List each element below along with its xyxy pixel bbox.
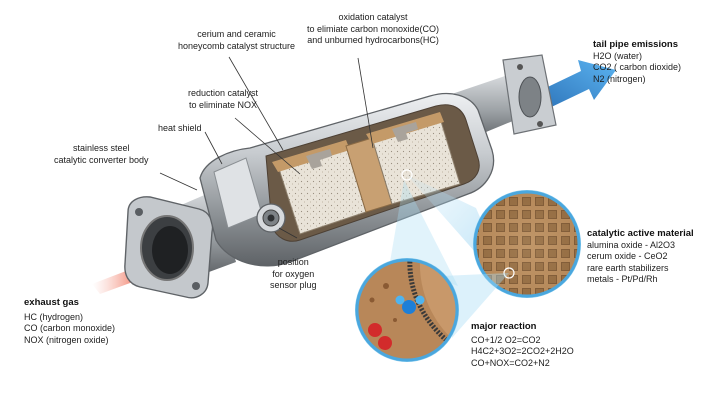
reaction-item: H4C2+3O2=2CO2+2H2O: [471, 346, 574, 356]
honeycomb-label: cerium and ceramic honeycomb catalyst st…: [178, 29, 295, 52]
oxidation-label-line-3: and unburned hydrocarbons(HC): [307, 35, 439, 45]
oxidation-catalyst-label: oxidation catalyst to elimiate carbon mo…: [307, 12, 439, 47]
honeycomb-label-line-2: honeycomb catalyst structure: [178, 40, 296, 51]
reduction-label-line-1: reduction catalyst: [188, 88, 259, 98]
exhaust-item: NOX (nitrogen oxide): [24, 334, 109, 345]
reaction-item: CO+NOX=CO2+N2: [471, 357, 550, 368]
heat-shield-label-text: heat shield: [158, 123, 202, 133]
exhaust-item: CO (carbon monoxide): [24, 323, 116, 333]
oxidation-label-line-1: oxidation catalyst: [338, 12, 408, 22]
leader-lines: [159, 56, 374, 239]
exhaust-item: HC (hydrogen): [24, 311, 84, 322]
oxidation-label-line-2: to elimiate carbon monoxide(CO): [307, 23, 440, 34]
reaction-item: CO+1/2 O2=CO2: [471, 334, 541, 345]
sensor-label-line-1: position: [277, 257, 309, 267]
material-item: cerum oxide - CeO2: [587, 251, 668, 261]
tailpipe-item: CO2 ( carbon dioxide): [593, 62, 682, 72]
material-item: metals - Pt/Pd/Rh: [587, 274, 658, 284]
tailpipe-item: N2 (nitrogen): [593, 73, 646, 84]
sensor-label-line-3: sensor plug: [270, 280, 317, 290]
honeycomb-label-line-1: cerium and ceramic: [197, 29, 276, 39]
heat-shield-label: heat shield: [158, 123, 202, 135]
major-reaction-block: major reaction CO+1/2 O2=CO2 H4C2+3O2=2C…: [471, 321, 574, 369]
sensor-plug-label: position for oxygen sensor plug: [270, 257, 317, 292]
exhaust-gas-block: exhaust gas HC (hydrogen) CO (carbon mon…: [24, 297, 115, 346]
reaction-title: major reaction: [471, 321, 537, 332]
sensor-label-line-2: for oxygen: [272, 268, 315, 279]
body-label-line-2: catalytic converter body: [54, 154, 149, 165]
material-item: alumina oxide - Al2O3: [587, 239, 676, 250]
tailpipe-item: H2O (water): [593, 50, 643, 61]
material-item: rare earth stabilizers: [587, 262, 669, 273]
reduction-catalyst-label: reduction catalyst to eliminate NOX: [188, 88, 258, 111]
tailpipe-title: tail pipe emissions: [593, 39, 678, 50]
reduction-label-line-2: to eliminate NOX: [189, 99, 258, 110]
exhaust-title: exhaust gas: [24, 297, 79, 308]
converter-body-label: stainless steel catalytic converter body: [54, 143, 149, 166]
outlet-arrow: [531, 60, 616, 112]
material-title: catalytic active material: [587, 228, 694, 239]
active-material-block: catalytic active material alumina oxide …: [587, 228, 694, 286]
tailpipe-emissions-block: tail pipe emissions H2O (water) CO2 ( ca…: [593, 39, 681, 85]
body-label-line-1: stainless steel: [73, 143, 130, 153]
